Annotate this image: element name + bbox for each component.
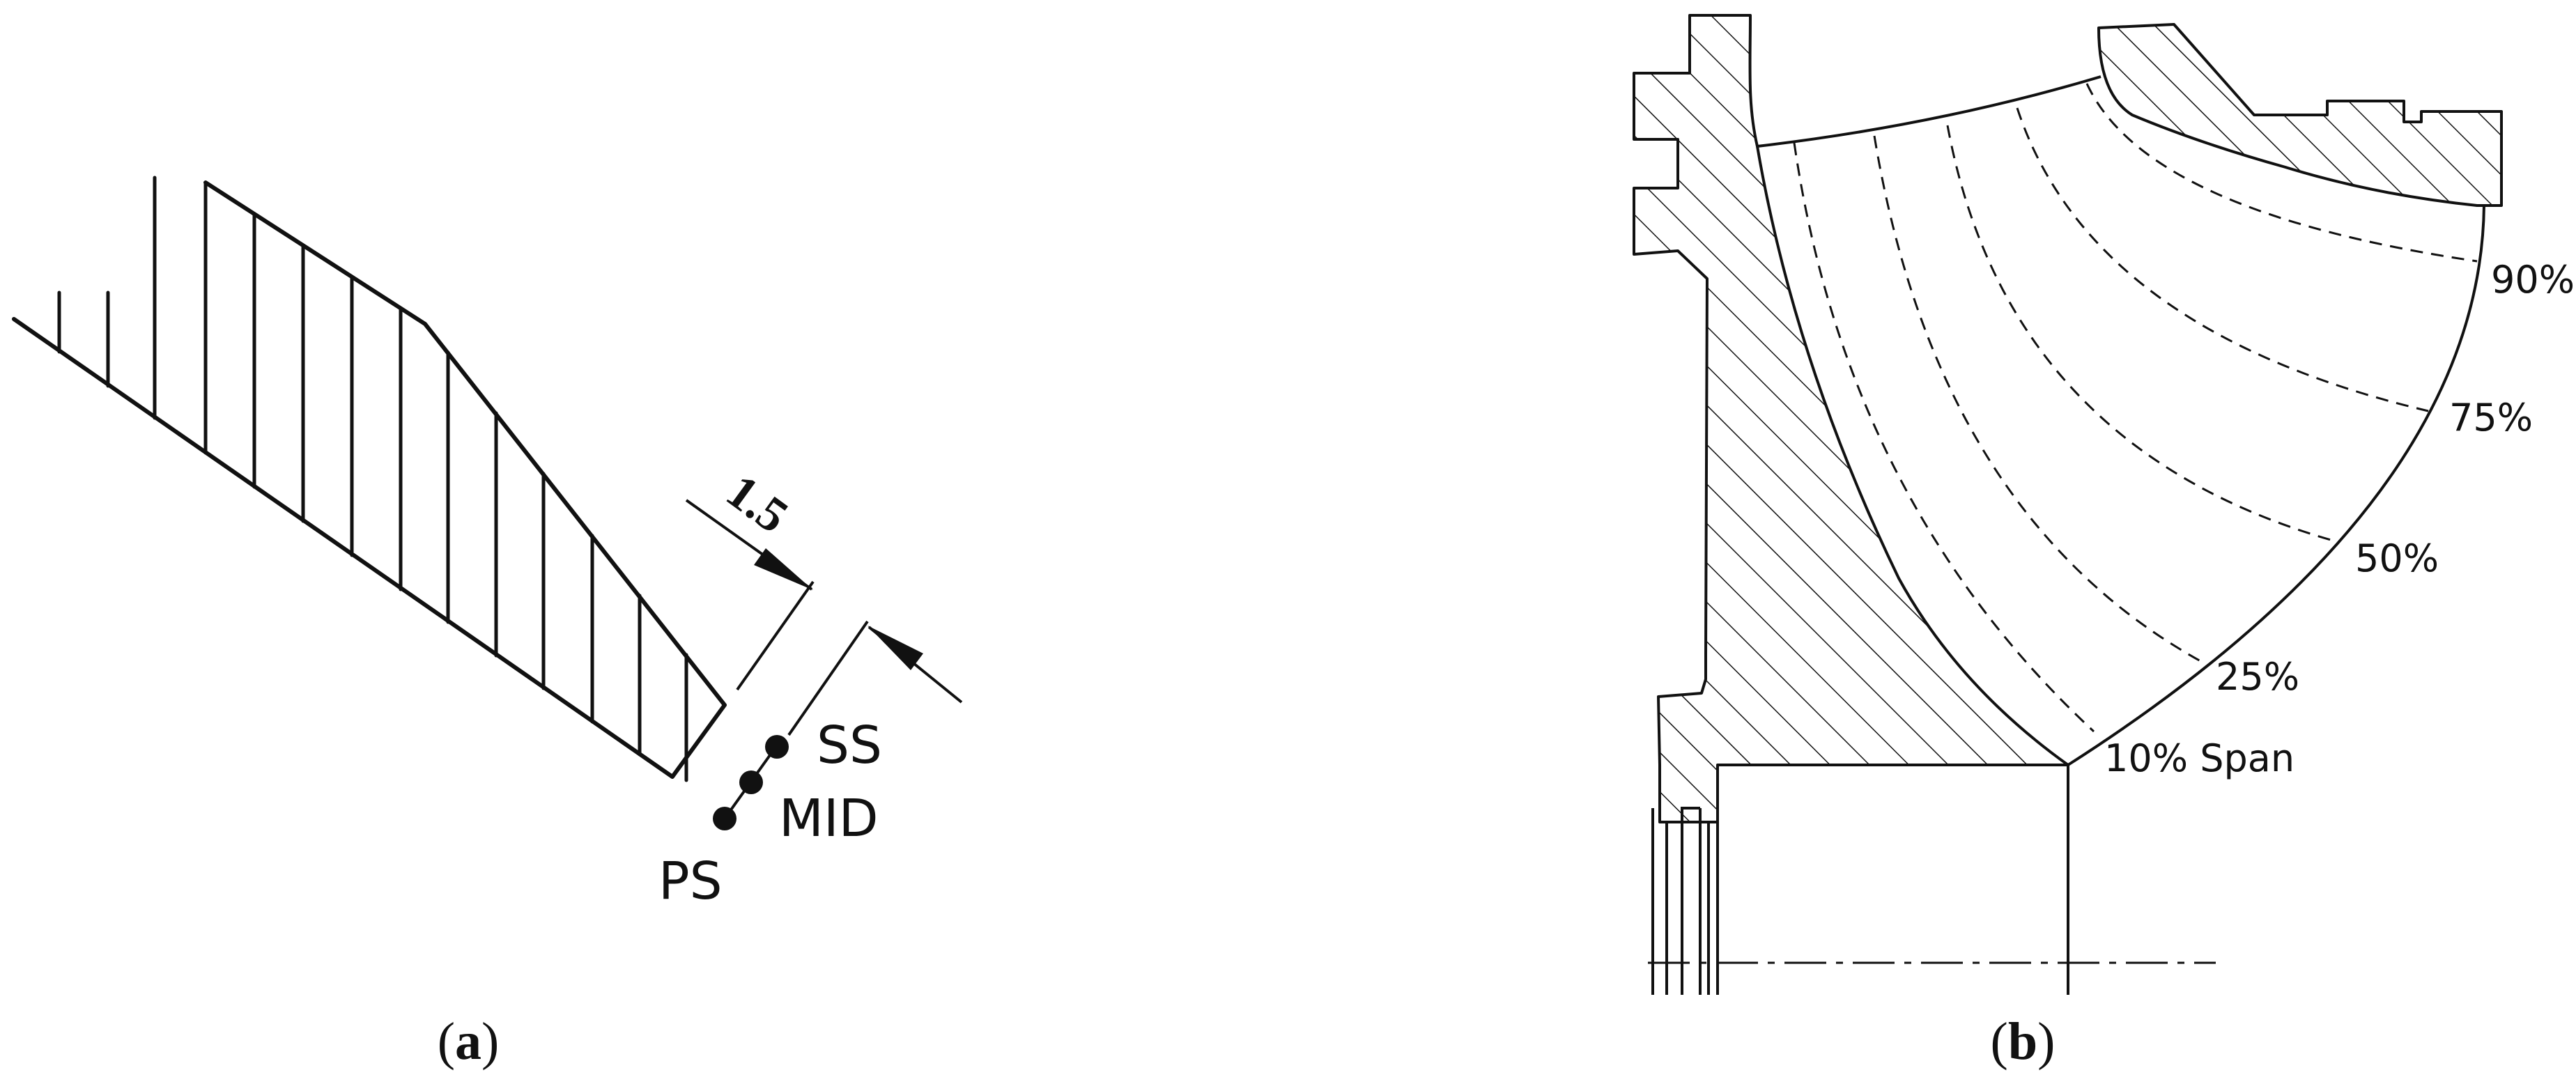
span-lines	[1793, 83, 2478, 733]
caption-a-open: (	[438, 1012, 455, 1071]
span-label-10: 10% Span	[2104, 736, 2295, 780]
caption-b-open: (	[1991, 1012, 2008, 1071]
span-line-50	[1946, 125, 2331, 541]
caption-b-letter: b	[2008, 1012, 2037, 1071]
span-label-90: 90%	[2491, 258, 2575, 302]
extension-line-upper	[736, 580, 815, 691]
point-mid-dot	[739, 771, 763, 794]
arrowhead-upper	[754, 548, 813, 590]
blade-tip-section	[12, 176, 727, 782]
span-label-25: 25%	[2216, 655, 2299, 699]
blade-outline	[12, 180, 727, 779]
point-mid-label: MID	[779, 789, 879, 849]
span-line-90	[2085, 83, 2478, 263]
span-label-75: 75%	[2449, 396, 2533, 440]
shaft-lines	[1651, 765, 2069, 995]
hub-casing	[1633, 14, 2069, 823]
span-line-25	[1873, 135, 2203, 663]
point-ps-dot	[713, 807, 736, 830]
point-ps-label: PS	[658, 851, 723, 911]
probe-points: SS MID PS	[658, 715, 882, 911]
point-ss-label: SS	[817, 715, 882, 775]
caption-a-close: )	[481, 1012, 499, 1071]
caption-a: (a)	[438, 1012, 500, 1071]
span-label-50: 50%	[2355, 536, 2439, 580]
caption-a-letter: a	[455, 1012, 481, 1071]
point-ss-dot	[765, 735, 789, 759]
shaft-step	[1681, 807, 1700, 822]
flow-path	[1757, 75, 2485, 766]
shroud-line	[1757, 75, 2101, 148]
span-line-75	[2016, 107, 2429, 412]
panel-a: 1.5 SS MID PS (a)	[12, 176, 963, 1071]
panel-b: 10% Span 25% 50% 75% 90% (b)	[1633, 14, 2575, 1071]
extension-line-lower	[787, 620, 869, 736]
shroud-casing	[2097, 23, 2503, 207]
blade-hatch-lines	[57, 176, 688, 782]
caption-b: (b)	[1991, 1012, 2056, 1071]
caption-b-close: )	[2037, 1012, 2055, 1071]
arrowhead-lower	[867, 626, 923, 670]
dimension-annotation	[685, 499, 963, 736]
span-line-10	[1793, 142, 2095, 733]
outlet-line	[2067, 205, 2485, 766]
